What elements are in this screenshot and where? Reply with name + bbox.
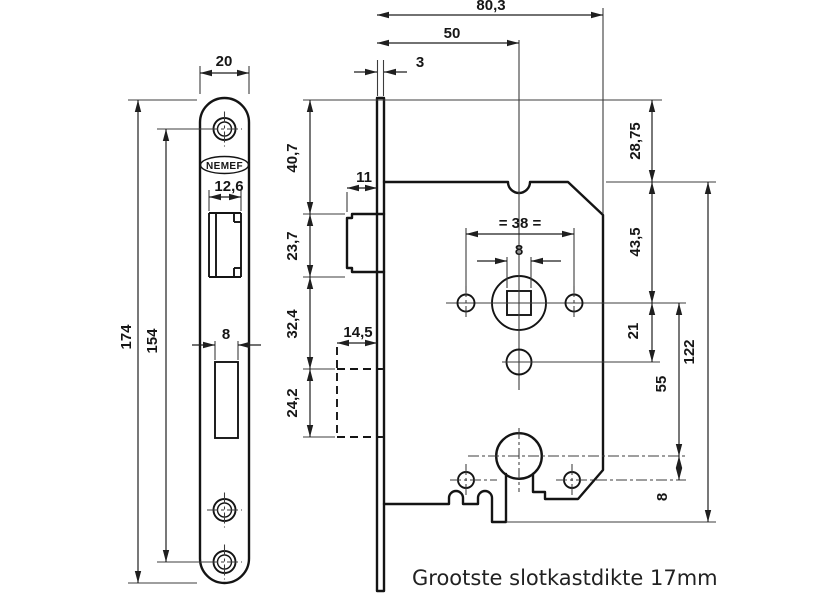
latch-bolt <box>345 212 386 274</box>
dim-label-12-6: 12,6 <box>214 178 243 195</box>
dim-latch-cutout-width: 12,6 <box>208 178 244 211</box>
dim-label-20: 20 <box>216 53 233 70</box>
cylinder-hole <box>468 428 686 492</box>
dim-total-depth: 80,3 <box>377 0 603 19</box>
dim-label-8-left: 8 <box>222 326 230 343</box>
dim-case-height: 122 <box>681 182 712 522</box>
dim-label-80-3: 80,3 <box>476 0 505 14</box>
dim-label-3: 3 <box>416 54 424 71</box>
dim-label-28-75: 28,75 <box>627 122 644 160</box>
brand-text: NEMEF <box>206 161 243 172</box>
screw-hole-top <box>207 111 242 147</box>
dim-chain-left: 40,7 23,7 32,4 24,2 <box>284 100 314 437</box>
dim-label-55: 55 <box>653 376 670 393</box>
footer-note: Grootste slotkastdikte 17mm <box>412 566 718 590</box>
case-outline-bottom <box>382 472 508 524</box>
faceplate-outline <box>198 96 251 585</box>
dim-faceplate-length: 174 <box>118 99 197 584</box>
dim-faceplate-width: 20 <box>199 53 250 94</box>
dim-label-23-7: 23,7 <box>284 231 301 260</box>
case-hole-bottom-left <box>450 464 497 496</box>
dim-label-154: 154 <box>144 328 161 354</box>
deadbolt-dashed <box>336 347 384 438</box>
dim-screw-distance: 154 <box>144 128 211 563</box>
dim-bolt-cutout-width: 8 <box>192 326 261 360</box>
dim-label-174: 174 <box>118 324 135 350</box>
brand-oval <box>199 155 250 175</box>
dim-label-24-2: 24,2 <box>284 388 301 417</box>
dim-label-11: 11 <box>356 169 372 186</box>
faceplate-front-view: NEMEF <box>118 53 261 585</box>
faceplate-side <box>375 96 386 593</box>
lower-fixing-hole <box>502 348 660 376</box>
lock-case-side-view: 80,3 50 3 11 14,5 40 <box>284 0 716 593</box>
dim-chain-right-b: 55 8 <box>653 303 683 501</box>
screw-hole-bottom-lower <box>207 544 242 580</box>
deadbolt-cutout <box>214 361 239 439</box>
dim-label-40-7: 40,7 <box>284 143 301 172</box>
dim-backset: 50 <box>377 25 519 47</box>
dim-handle-holes: = 38 = <box>465 215 575 292</box>
extension-lines <box>303 8 716 523</box>
screw-hole-bottom-upper <box>207 492 242 528</box>
dim-faceplate-thickness: 3 <box>354 54 424 76</box>
brand-logo: NEMEF <box>199 155 250 175</box>
dim-chain-right-a: 28,75 43,5 21 <box>625 100 656 362</box>
dim-label-43-5: 43,5 <box>627 227 644 256</box>
case-outline-top <box>382 180 605 501</box>
dim-latch-projection: 11 <box>346 169 377 212</box>
dim-label-50: 50 <box>444 25 461 42</box>
dim-label-122: 122 <box>681 339 698 364</box>
dim-label-38: = 38 = <box>499 215 542 232</box>
dim-spindle-square: 8 <box>477 242 561 288</box>
dim-label-21: 21 <box>625 323 642 340</box>
latch-cutout <box>208 212 242 278</box>
dim-label-14-5: 14,5 <box>343 324 372 341</box>
dim-label-32-4: 32,4 <box>284 309 301 339</box>
dim-label-8-spindle: 8 <box>515 242 523 259</box>
dim-bolt-projection: 14,5 <box>337 324 377 347</box>
case-hole-bottom-right <box>556 464 686 496</box>
dim-label-8-right: 8 <box>654 493 671 501</box>
